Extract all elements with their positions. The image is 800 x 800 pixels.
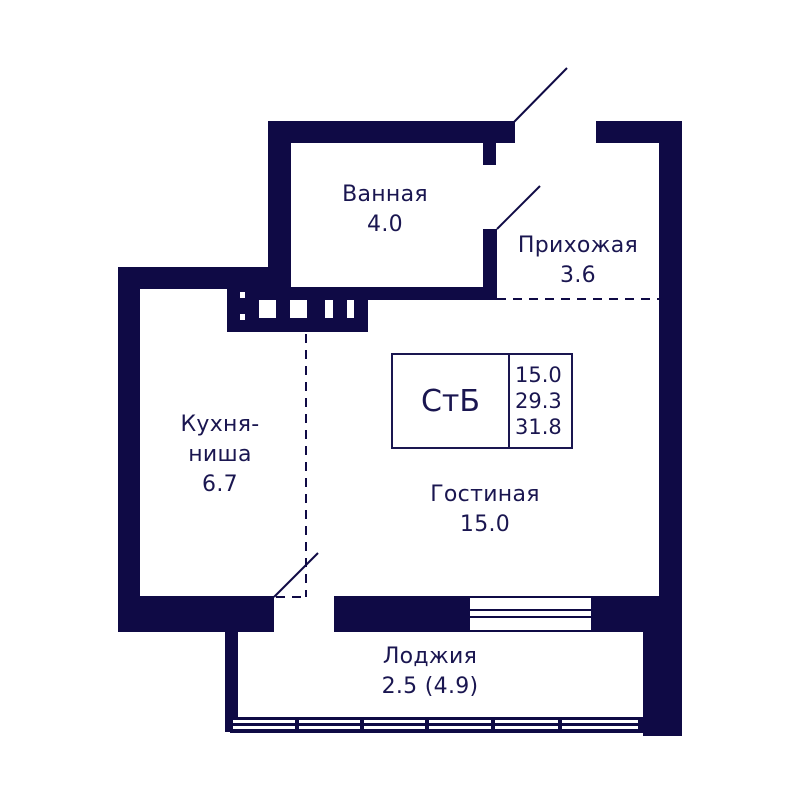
- wall-bath-top: [268, 121, 515, 143]
- room-label-kitchen: Кухня- ниша 6.7: [150, 410, 290, 500]
- room-label-bathroom: Ванная 4.0: [310, 180, 460, 240]
- room-area: 15.0: [459, 512, 511, 537]
- wall-kitchen-bottom: [118, 596, 274, 632]
- wall-kitchen-top: [118, 267, 291, 289]
- room-name: Ванная: [342, 182, 428, 207]
- living-area: 15.0: [515, 363, 562, 387]
- room-label-living: Гостиная 15.0: [400, 480, 570, 540]
- room-area: 3.6: [560, 263, 596, 288]
- wall-kitchen-left: [118, 267, 140, 632]
- room-name: Гостиная: [430, 482, 540, 507]
- room-name: Прихожая: [517, 233, 639, 258]
- wall-bath-left: [268, 121, 291, 301]
- loggia-door: [273, 552, 319, 598]
- wall-bath-right: [483, 229, 497, 299]
- room-name: Лоджия: [382, 644, 478, 669]
- bathroom-door: [496, 185, 541, 230]
- room-area: 2.5 (4.9): [381, 674, 479, 699]
- apartment-type: СтБ: [393, 355, 510, 447]
- wall-loggia-left: [225, 632, 238, 732]
- total-area: 29.3: [515, 389, 562, 413]
- wall-outer-right: [659, 121, 682, 736]
- room-label-hallway: Прихожая 3.6: [497, 231, 659, 291]
- wall-bath-stub: [483, 143, 496, 165]
- living-window: [470, 598, 591, 630]
- loggia-glazing: [230, 717, 643, 733]
- room-label-loggia: Лоджия 2.5 (4.9): [345, 642, 515, 702]
- entry-door: [513, 67, 568, 123]
- total-area-with-loggia: 31.8: [515, 415, 562, 439]
- room-name: Кухня-: [180, 412, 260, 437]
- room-area: 4.0: [367, 212, 403, 237]
- room-name-cont: ниша: [188, 442, 252, 467]
- wall-loggia-right: [643, 632, 682, 736]
- area-list: 15.0 29.3 31.8: [510, 355, 571, 447]
- apartment-summary-box: СтБ 15.0 29.3 31.8: [391, 353, 573, 449]
- room-area: 6.7: [202, 472, 238, 497]
